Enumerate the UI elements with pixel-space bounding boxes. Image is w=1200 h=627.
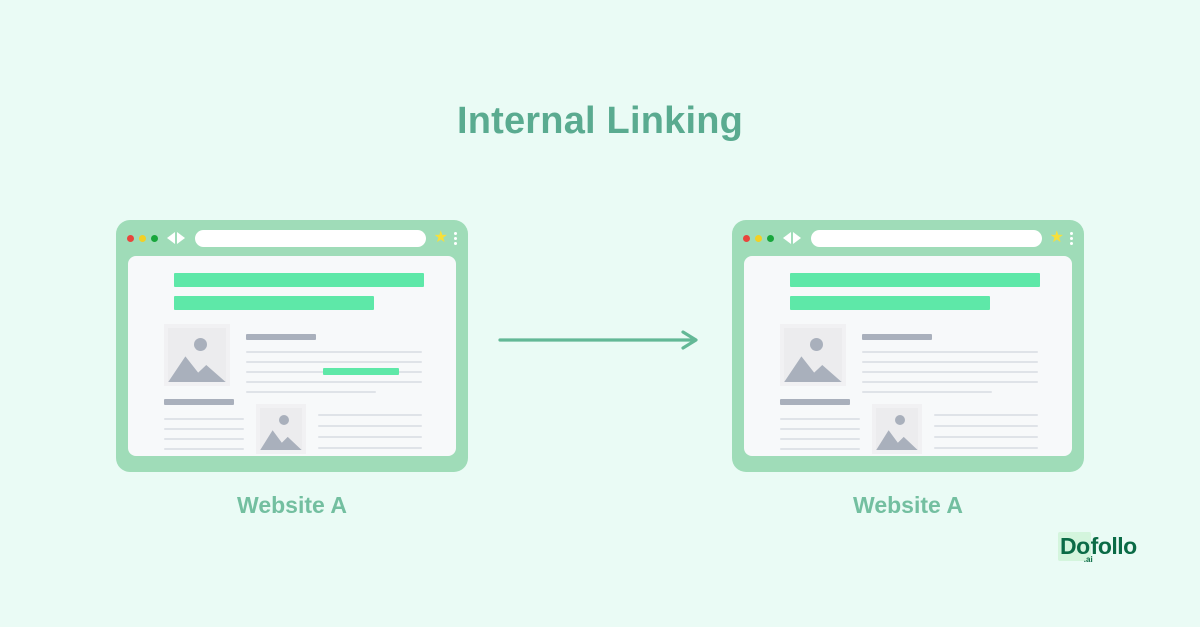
logo-ai-suffix: .ai — [1083, 555, 1093, 564]
image-placeholder-large — [780, 324, 846, 386]
browser-window-right: ★ — [732, 220, 1084, 472]
arrow-right-icon — [498, 326, 702, 354]
kebab-menu-icon[interactable] — [454, 231, 457, 245]
hero-bar-primary — [174, 273, 424, 287]
mountain-icon — [784, 356, 842, 382]
kebab-menu-icon[interactable] — [1070, 231, 1073, 245]
close-dot-icon[interactable] — [127, 234, 134, 242]
internal-link-highlight[interactable] — [323, 368, 399, 375]
traffic-light-dots-left — [127, 234, 158, 242]
maximize-dot-icon[interactable] — [767, 234, 774, 242]
caption-website-left: Website A — [237, 492, 347, 518]
url-input-right[interactable] — [811, 229, 1042, 247]
caption-website-right: Website A — [853, 492, 963, 518]
article-heading-bar — [862, 334, 932, 340]
page-viewport-right — [744, 256, 1072, 456]
article-heading-bar — [246, 334, 316, 340]
maximize-dot-icon[interactable] — [151, 234, 158, 242]
logo-rest-text: follo — [1090, 533, 1138, 559]
traffic-light-dots-right — [743, 234, 774, 242]
sub-heading-bar — [780, 399, 850, 405]
mountain-icon — [168, 356, 226, 382]
close-dot-icon[interactable] — [743, 234, 750, 242]
mountain-icon — [260, 429, 302, 450]
minimize-dot-icon[interactable] — [139, 234, 146, 242]
back-arrow-icon[interactable] — [167, 232, 175, 244]
image-placeholder-large — [164, 324, 230, 386]
hero-bar-secondary — [174, 296, 374, 310]
hero-bar-primary — [790, 273, 1040, 287]
mountain-icon — [876, 429, 918, 450]
forward-arrow-icon[interactable] — [177, 232, 185, 244]
dofollo-logo[interactable]: Do .ai follo — [1058, 532, 1138, 564]
page-viewport-left — [128, 256, 456, 456]
image-placeholder-small — [872, 404, 922, 454]
url-input-left[interactable] — [195, 229, 426, 247]
navigation-arrows-left — [167, 232, 185, 244]
image-placeholder-small — [256, 404, 306, 454]
hero-bar-secondary — [790, 296, 990, 310]
star-icon[interactable]: ★ — [433, 229, 448, 246]
star-icon[interactable]: ★ — [1049, 229, 1064, 246]
back-arrow-icon[interactable] — [783, 232, 791, 244]
browser-window-left: ★ — [116, 220, 468, 472]
forward-arrow-icon[interactable] — [793, 232, 801, 244]
minimize-dot-icon[interactable] — [755, 234, 762, 242]
browser-chrome-right: ★ — [732, 220, 1084, 256]
sub-heading-bar — [164, 399, 234, 405]
page-title: Internal Linking — [456, 100, 744, 142]
logo-do-text: Do — [1060, 533, 1090, 559]
browser-chrome-left: ★ — [116, 220, 468, 256]
navigation-arrows-right — [783, 232, 801, 244]
logo-mark: Do .ai — [1058, 532, 1093, 564]
